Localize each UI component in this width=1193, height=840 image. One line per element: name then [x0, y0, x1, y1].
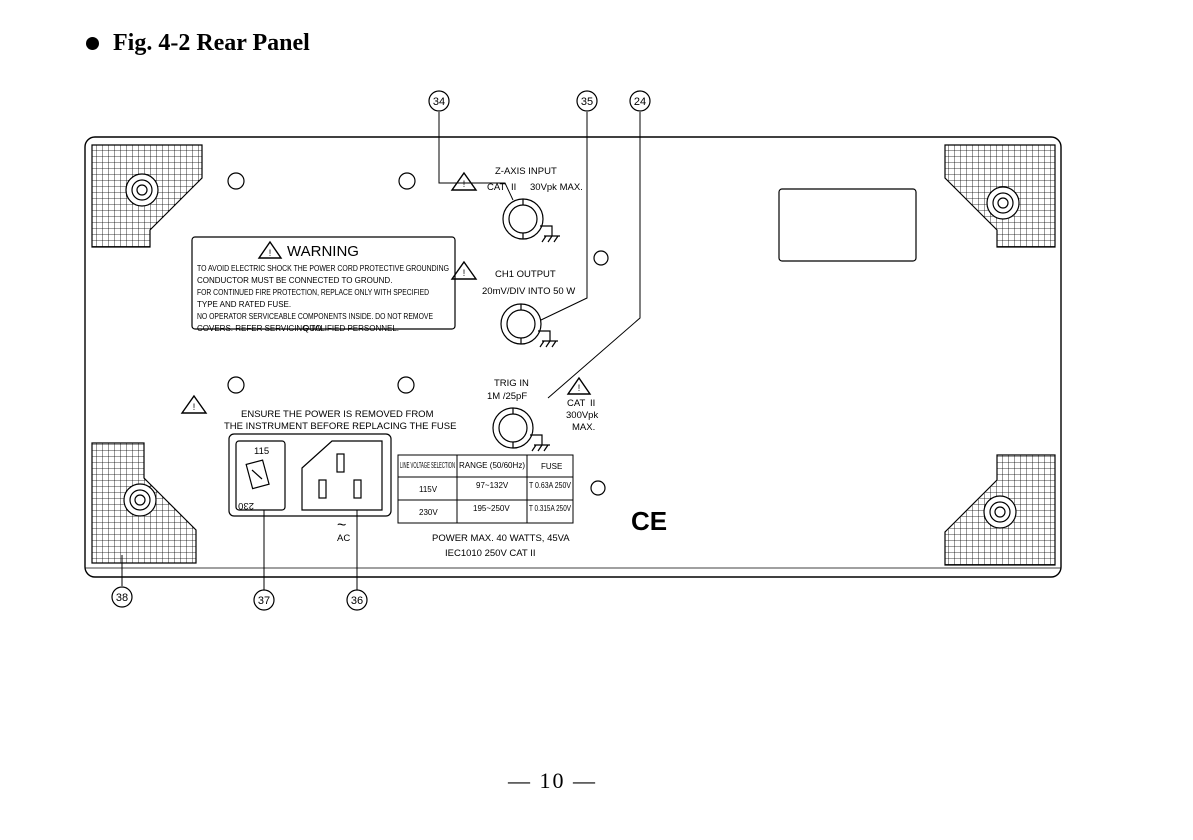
table-header-range: RANGE (50/60Hz)	[459, 461, 525, 470]
table-cell-r2-range: 195~250V	[473, 504, 510, 513]
mounting-holes	[227, 172, 609, 496]
warning-line-4: TYPE AND RATED FUSE.	[197, 300, 291, 309]
zaxis-title: Z-AXIS INPUT	[495, 166, 557, 177]
power-entry-module	[228, 433, 392, 517]
ground-icon	[530, 434, 550, 452]
power-rating: POWER MAX. 40 WATTS, 45VA	[432, 533, 570, 544]
ac-inlet-socket[interactable]	[301, 440, 383, 511]
trig-warning-triangle-icon: !	[566, 376, 592, 395]
warning-title: WARNING	[287, 243, 359, 260]
trig-title: TRIG IN	[494, 378, 529, 389]
serial-label-area	[778, 188, 917, 262]
selector-top-label: 115	[254, 446, 269, 457]
callout-34: 34	[428, 90, 450, 112]
figure-heading: Fig. 4-2 Rear Panel	[86, 30, 310, 57]
figure-title: Fig. 4-2 Rear Panel	[113, 30, 310, 56]
svg-text:!: !	[578, 383, 581, 393]
svg-text:38: 38	[116, 592, 128, 604]
svg-text:35: 35	[581, 96, 593, 108]
corner-foot-bottom-left	[91, 442, 197, 564]
ground-icon	[540, 225, 560, 243]
callout-leaders	[121, 112, 641, 590]
panel-outline	[84, 136, 1062, 578]
callout-35: 35	[576, 90, 598, 112]
corner-foot-top-right	[944, 144, 1056, 248]
fuse-notice-line-2: THE INSTRUMENT BEFORE REPLACING THE FUSE	[224, 421, 456, 432]
trig-rating1: 300Vpk	[566, 410, 598, 421]
ch1-warning-triangle-icon: !	[450, 260, 478, 280]
table-cell-r2-voltage: 230V	[419, 508, 438, 517]
page-number: — 10 —	[508, 768, 597, 793]
callout-24: 24	[629, 90, 651, 112]
table-header-selection: LINE VOLTAGE SELECTION	[400, 461, 455, 470]
zaxis-rating: 30Vpk MAX.	[530, 182, 583, 193]
callout-36: 36	[346, 589, 368, 611]
corner-foot-top-left	[91, 144, 203, 248]
corner-foot-bottom-right	[944, 454, 1056, 566]
ac-label: AC	[337, 533, 350, 544]
table-cell-r1-range: 97~132V	[476, 481, 509, 490]
zaxis-cat-roman: II	[511, 182, 516, 193]
callout-38: 38	[111, 586, 133, 608]
ac-symbol: ~	[337, 517, 346, 534]
trig-spec: 1M /25pF	[487, 391, 527, 402]
svg-text:34: 34	[433, 96, 445, 108]
trig-cat-roman: II	[590, 398, 595, 409]
svg-text:!: !	[193, 402, 196, 412]
fuse-warning-triangle-icon: !	[180, 394, 208, 414]
svg-text:!: !	[269, 248, 272, 258]
svg-text:!: !	[463, 179, 466, 189]
ch1-bnc-connector[interactable]	[500, 303, 542, 345]
voltage-selector-fuse-holder[interactable]: 115 230	[235, 440, 286, 511]
warning-line-6: COVERS. REFER SERVICING TO	[197, 324, 321, 333]
table-cell-r2-fuse: T 0.315A 250V	[529, 504, 572, 513]
warning-line-5: NO OPERATOR SERVICEABLE COMPONENTS INSID…	[197, 312, 433, 321]
zaxis-warning-triangle-icon: !	[450, 171, 478, 191]
ce-mark: CE	[631, 506, 667, 536]
zaxis-bnc-connector[interactable]	[502, 198, 544, 240]
svg-text:36: 36	[351, 595, 363, 607]
selector-bottom-label: 230	[238, 500, 254, 511]
warning-line-3: FOR CONTINUED FIRE PROTECTION, REPLACE O…	[197, 288, 429, 297]
warning-triangle-icon: !	[257, 240, 283, 259]
line-voltage-table	[397, 454, 574, 524]
ground-icon	[538, 330, 558, 348]
warning-line-1: TO AVOID ELECTRIC SHOCK THE POWER CORD P…	[197, 264, 449, 273]
trig-bnc-connector[interactable]	[492, 407, 534, 449]
svg-text:!: !	[463, 268, 466, 278]
table-header-fuse: FUSE	[541, 462, 562, 471]
svg-text:24: 24	[634, 96, 646, 108]
warning-line-2: CONDUCTOR MUST BE CONNECTED TO GROUND.	[197, 276, 392, 285]
trig-rating2: MAX.	[572, 422, 595, 433]
table-cell-r1-voltage: 115V	[419, 485, 438, 494]
trig-cat: CAT	[567, 398, 585, 409]
bullet-icon	[86, 37, 99, 50]
ch1-spec: 20mV/DIV INTO 50 W	[482, 286, 575, 297]
svg-text:37: 37	[258, 595, 270, 607]
ch1-title: CH1 OUTPUT	[495, 269, 556, 280]
callout-37: 37	[253, 589, 275, 611]
table-cell-r1-fuse: T 0.63A 250V	[529, 481, 572, 490]
fuse-notice-line-1: ENSURE THE POWER IS REMOVED FROM	[241, 409, 434, 420]
warning-box	[191, 236, 456, 330]
warning-line-7: QUALIFIED PERSONNEL.	[303, 324, 399, 333]
iec-rating: IEC1010 250V CAT II	[445, 548, 535, 559]
zaxis-cat: CAT	[487, 182, 505, 193]
